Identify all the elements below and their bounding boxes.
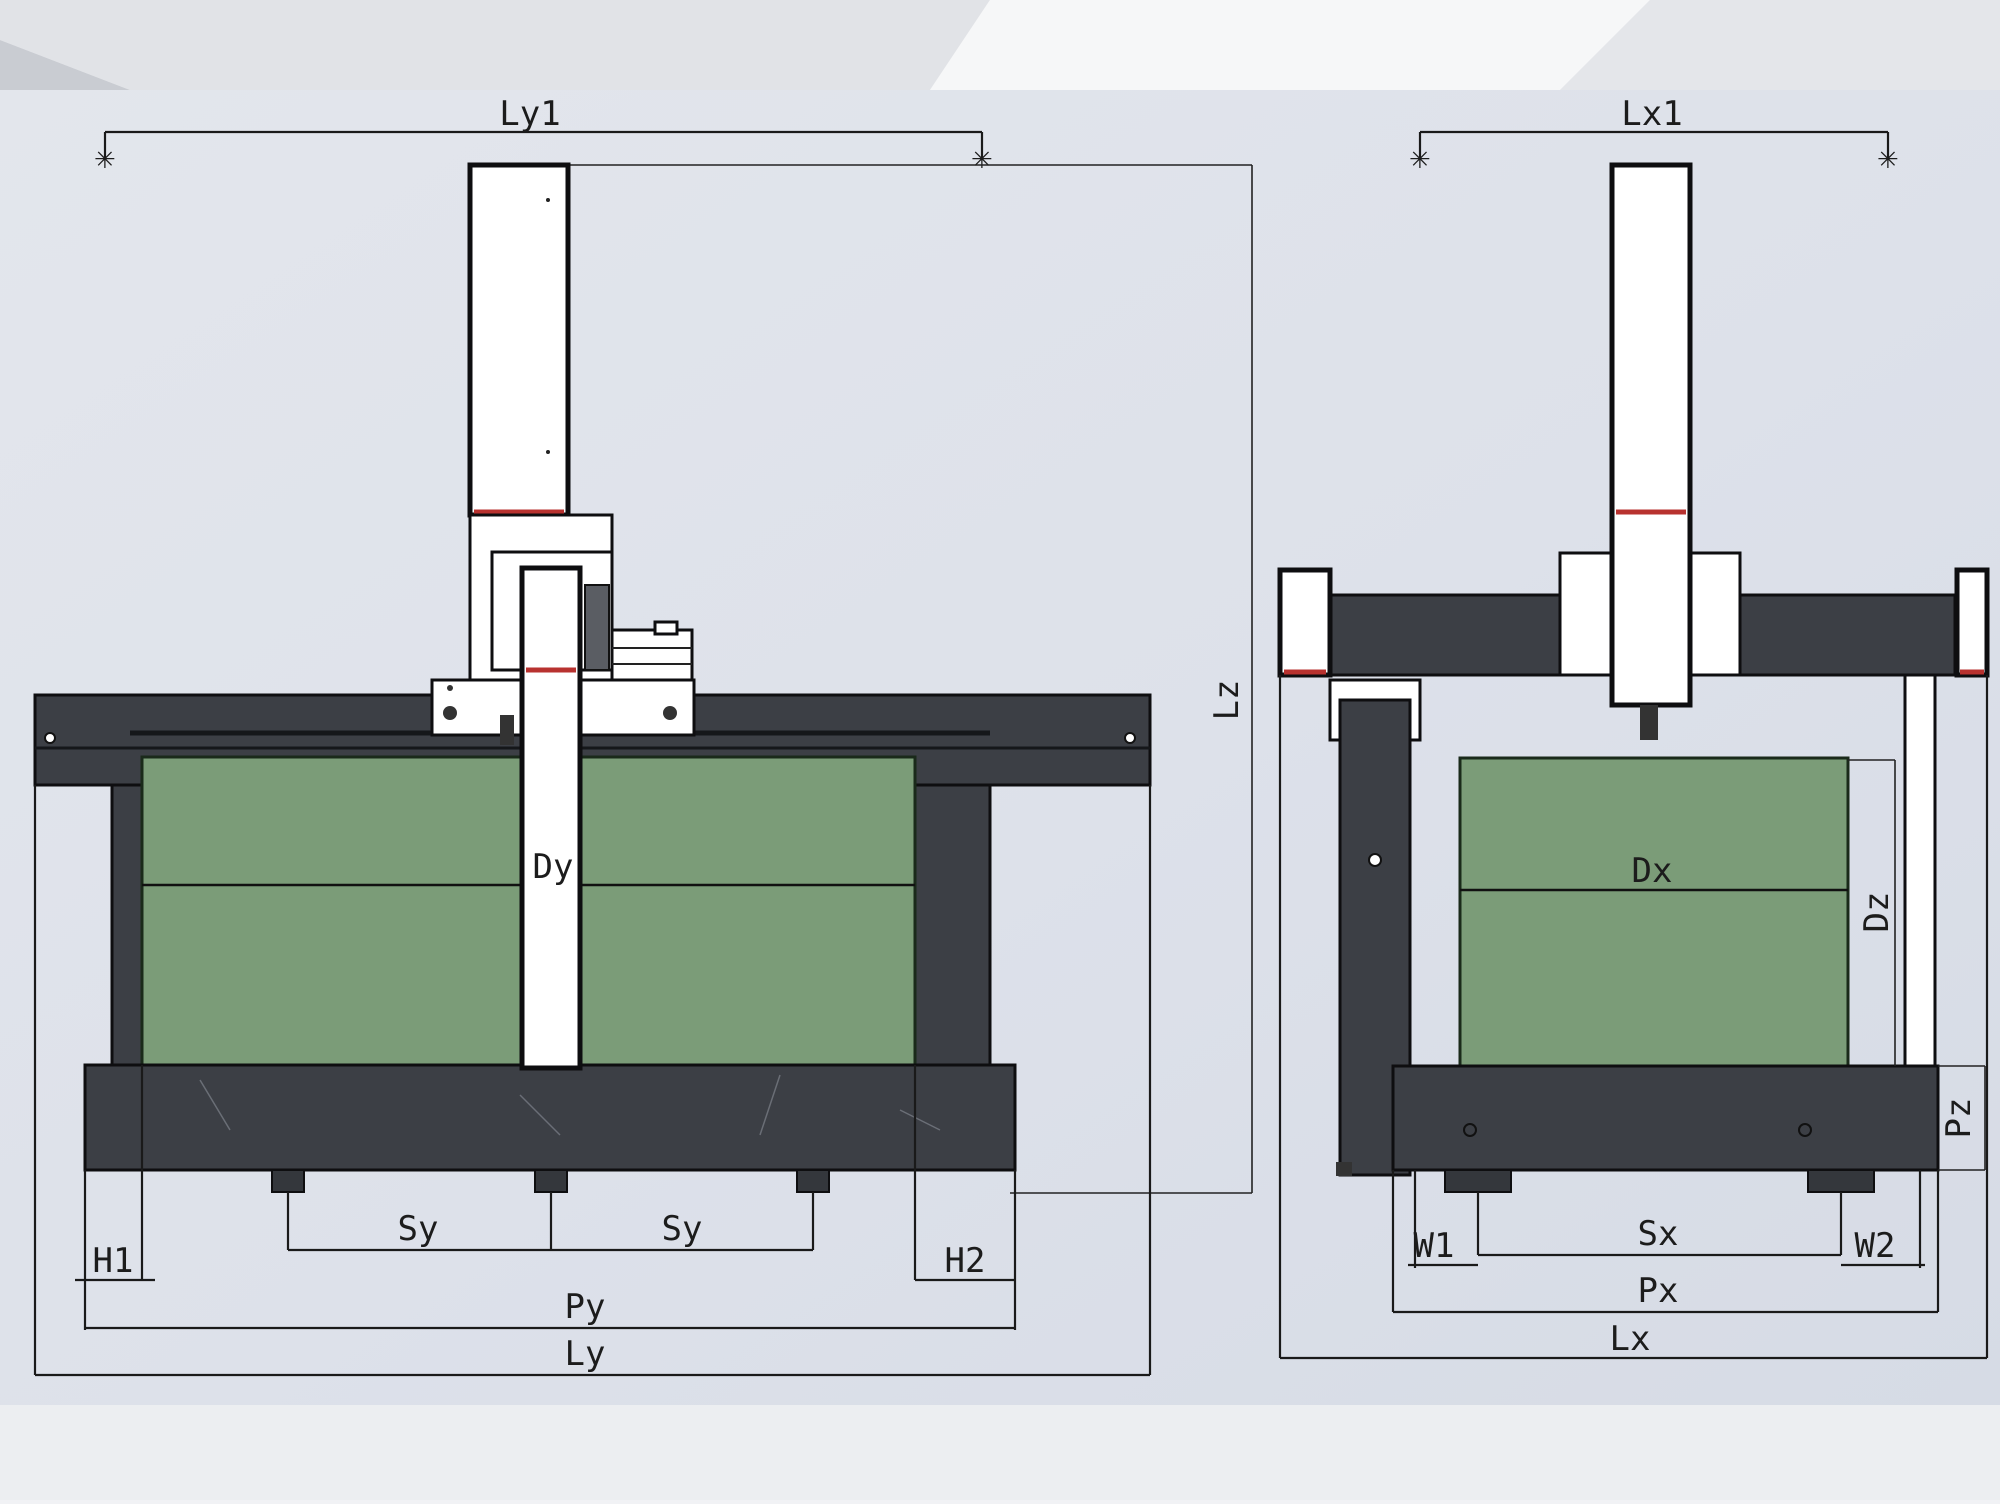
header-band [0,0,2000,90]
leg-left-y [110,783,144,1067]
side-view-x: ✳ ✳ Lx1 Dx [1277,94,1990,1360]
z-column-y [467,162,571,518]
z-column-x [1609,162,1693,708]
label-dx: Dx [1632,851,1673,891]
lx1-start-marker: ✳ [1410,137,1430,177]
label-dy: Dy [533,847,574,887]
label-sx: Sx [1638,1214,1679,1254]
label-w2: W2 [1855,1226,1896,1266]
label-sy-right: Sy [662,1209,703,1249]
right-rail-x [1903,673,1937,1069]
label-lx1: Lx1 [1621,94,1682,134]
granite-table-y [83,1063,1017,1172]
label-py: Py [565,1287,606,1327]
label-lz: Lz [1207,680,1247,721]
label-w1: W1 [1414,1226,1455,1266]
granite-table-x [1391,1064,1940,1172]
lx1-end-marker: ✳ [1878,137,1898,177]
label-h1: H1 [93,1241,134,1281]
label-px: Px [1638,1271,1679,1311]
ly1-start-marker: ✳ [95,137,115,177]
label-ly1: Ly1 [499,94,560,134]
label-ly: Ly [565,1334,606,1374]
spindle-y [519,565,583,1071]
footer-band [0,1405,2000,1500]
ly1-end-marker: ✳ [972,137,992,177]
label-h2: H2 [945,1241,986,1281]
label-lx: Lx [1610,1319,1651,1359]
label-pz: Pz [1939,1098,1979,1139]
side-view-y: ✳ ✳ Ly1 Lz [33,94,1253,1377]
label-sy-left: Sy [398,1209,439,1249]
workpiece-x [1458,756,1850,1068]
label-dz: Dz [1857,892,1897,933]
leg-right-y [913,783,992,1067]
